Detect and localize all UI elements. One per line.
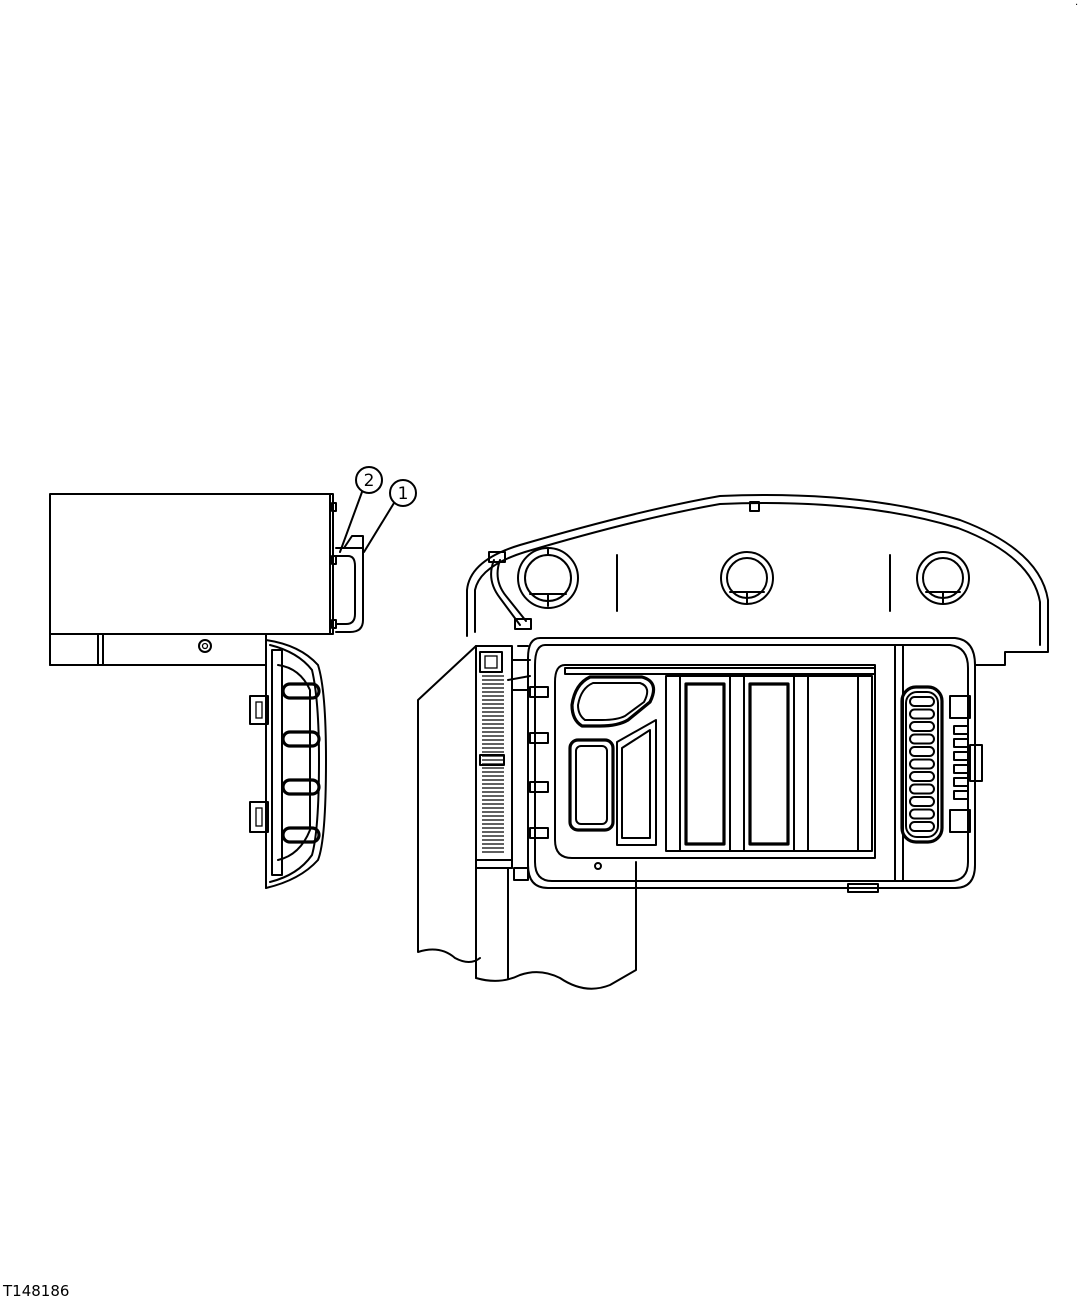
drain-plug xyxy=(198,639,212,653)
figure-id-label: T148186 xyxy=(3,1282,70,1300)
inner-tray xyxy=(554,664,876,859)
callout-1: 1 xyxy=(363,479,417,553)
latch-lower xyxy=(949,809,971,833)
door-side-profile xyxy=(249,639,327,889)
front-view xyxy=(417,494,1049,990)
compartment-small xyxy=(568,738,615,832)
louver-vent xyxy=(900,685,944,844)
latch-upper xyxy=(949,695,971,719)
compartment-oval xyxy=(570,675,656,728)
hose xyxy=(490,559,521,626)
callout-2-number: 2 xyxy=(364,471,375,491)
side-view: 2 1 xyxy=(49,466,417,889)
roof-panel xyxy=(466,494,1049,666)
panel-housing xyxy=(527,637,976,889)
vent-right xyxy=(916,551,970,605)
filter-fins xyxy=(482,675,504,853)
vent-center xyxy=(720,551,774,605)
filter-frame xyxy=(475,645,513,869)
compartment-tall-1 xyxy=(684,682,726,846)
vent-left xyxy=(517,547,579,609)
callout-1-number: 1 xyxy=(398,484,409,504)
compartment-tall-2 xyxy=(748,682,790,846)
callout-2: 2 xyxy=(339,466,383,553)
cab-post xyxy=(417,645,481,963)
handle-loop xyxy=(335,547,364,633)
corner-mark: · xyxy=(1075,0,1079,11)
hinge-upper xyxy=(249,695,269,725)
hinge-lower xyxy=(249,801,269,833)
